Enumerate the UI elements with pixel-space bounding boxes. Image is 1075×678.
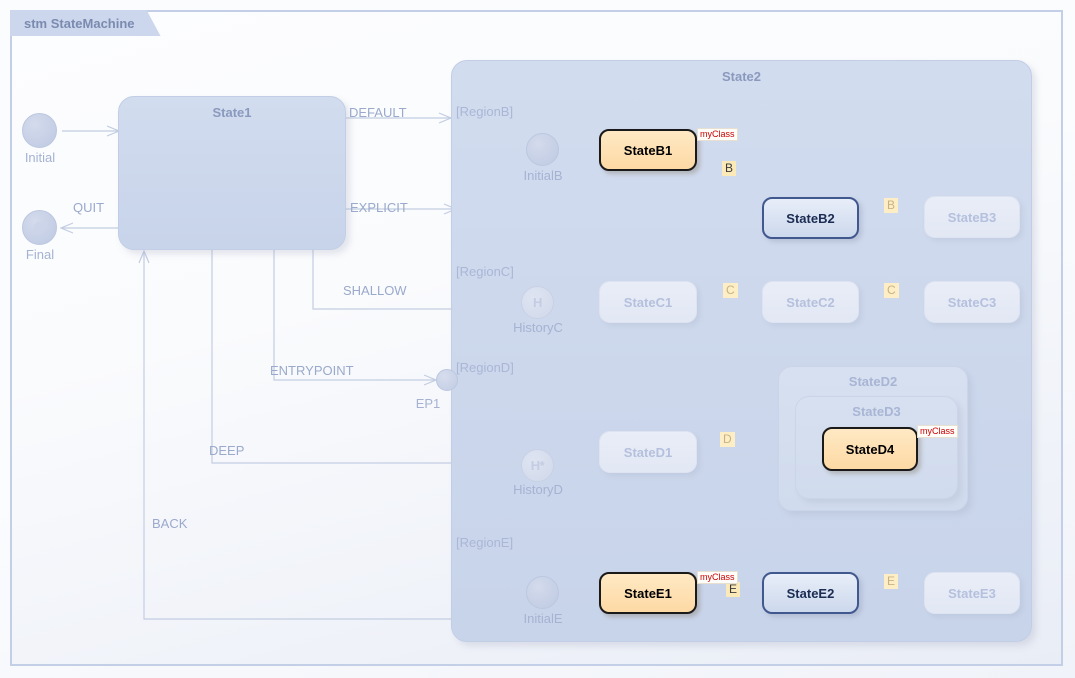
region-label-E: [RegionE] <box>456 535 514 550</box>
pseudostate-historyD-label: HistoryD <box>513 482 563 497</box>
transition-label-entrypoint: ENTRYPOINT <box>270 363 354 378</box>
state-stateB2[interactable]: StateB2 <box>762 197 859 239</box>
state-stateC1[interactable]: StateC1 <box>599 281 697 323</box>
stereotype-tag-stateE1: myClass <box>697 571 738 585</box>
event-badge-D1-D4: D <box>720 432 735 447</box>
history-glyph-D: H* <box>530 458 545 473</box>
state-stateE1[interactable]: StateE1 <box>599 572 697 614</box>
pseudostate-ep1[interactable] <box>436 369 458 391</box>
stereotype-tag-stateB1: myClass <box>697 128 738 142</box>
event-badge-C1-C2: C <box>723 283 738 298</box>
region-label-D: [RegionD] <box>456 360 514 375</box>
state-stateE1-label: StateE1 <box>624 585 672 601</box>
state-stateC2[interactable]: StateC2 <box>762 281 859 323</box>
event-badge-E2-E3: E <box>884 574 899 589</box>
state-stateD1-label: StateD1 <box>623 444 673 460</box>
state-stateC2-label: StateC2 <box>786 294 835 310</box>
transition-label-explicit: EXPLICIT <box>350 200 408 215</box>
event-badge-B2-B3: B <box>884 198 899 213</box>
pseudostate-initial[interactable] <box>22 113 57 148</box>
state-stateB3-label: StateB3 <box>947 209 997 225</box>
diagram-title: stm StateMachine <box>24 15 135 31</box>
state-state1-label: State1 <box>212 105 252 120</box>
state-stateD4[interactable]: StateD4 <box>822 427 918 471</box>
transition-label-deep: DEEP <box>209 443 245 458</box>
pseudostate-initialB[interactable] <box>526 133 559 166</box>
state-stateC3-label: StateC3 <box>947 294 997 310</box>
state-stateD1[interactable]: StateD1 <box>599 431 697 473</box>
history-glyph-C: H <box>533 295 542 310</box>
transition-label-default: DEFAULT <box>349 105 407 120</box>
pseudostate-ep1-label: EP1 <box>415 396 441 411</box>
pseudostate-initialE-label: InitialE <box>523 611 563 626</box>
region-label-C: [RegionC] <box>456 264 514 279</box>
state-stateD4-label: StateD4 <box>845 441 895 457</box>
state-stateD3-label: StateD3 <box>852 404 901 419</box>
state-stateE3-label: StateE3 <box>948 585 996 601</box>
state-stateB1[interactable]: StateB1 <box>599 129 697 171</box>
state-stateC3[interactable]: StateC3 <box>924 281 1020 323</box>
pseudostate-historyC[interactable]: H <box>521 286 554 319</box>
region-label-B: [RegionB] <box>456 104 514 119</box>
pseudostate-historyD[interactable]: H* <box>521 449 554 482</box>
stereotype-tag-stateD4: myClass <box>917 425 958 439</box>
state-stateD2-label: StateD2 <box>848 374 898 389</box>
state-stateB1-label: StateB1 <box>623 142 673 158</box>
pseudostate-initialE[interactable] <box>526 576 559 609</box>
state-stateB2-label: StateB2 <box>786 210 835 226</box>
event-badge-C2-C3: C <box>884 283 899 298</box>
state-stateE2[interactable]: StateE2 <box>762 572 859 614</box>
pseudostate-final-label: Final <box>25 247 55 262</box>
state-stateB3[interactable]: StateB3 <box>924 196 1020 238</box>
transition-label-quit: QUIT <box>73 200 105 215</box>
state-state1[interactable]: State1 <box>118 96 346 250</box>
state-state2-label: State2 <box>721 69 762 84</box>
diagram-title-tab: stm StateMachine <box>10 10 161 36</box>
pseudostate-initial-label: Initial <box>24 150 56 165</box>
state-stateE3[interactable]: StateE3 <box>924 572 1020 614</box>
pseudostate-initialB-label: InitialB <box>523 168 563 183</box>
transition-label-shallow: SHALLOW <box>343 283 407 298</box>
state-stateE2-label: StateE2 <box>786 585 835 601</box>
event-badge-B1-B2: B <box>722 161 737 176</box>
pseudostate-historyC-label: HistoryC <box>513 320 563 335</box>
transition-label-back: BACK <box>152 516 188 531</box>
state-stateC1-label: StateC1 <box>623 294 673 310</box>
pseudostate-final[interactable] <box>22 210 57 245</box>
